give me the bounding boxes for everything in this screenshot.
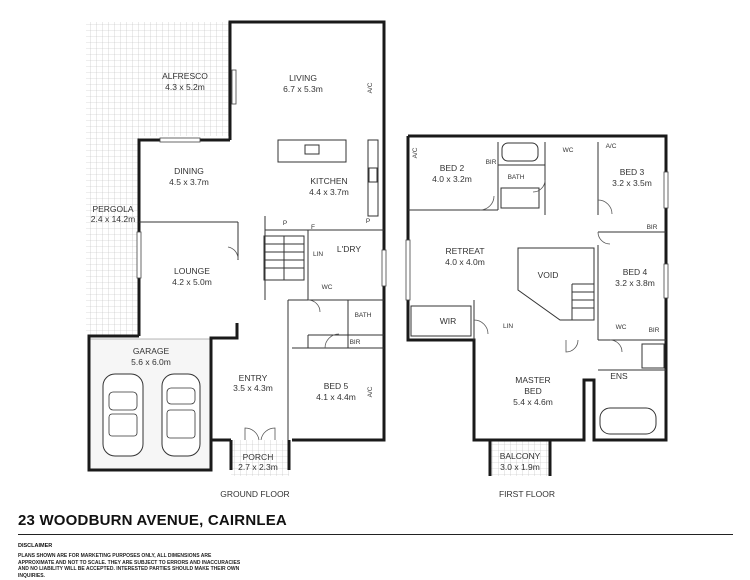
bir-label: BIR [350,339,361,346]
disclaimer-text: PLANS SHOWN ARE FOR MARKETING PURPOSES O… [18,553,241,579]
wir-area [410,305,472,337]
room-entry: ENTRY [239,373,268,383]
room-bed2: BED 2 [440,163,465,173]
room-bed4-size: 3.2 x 3.8m [615,278,655,288]
shower [500,187,540,209]
ensuite-bath [599,407,657,435]
pantry-label: P [366,218,370,225]
room-porch: PORCH [243,452,274,462]
room-bed3-size: 3.2 x 3.5m [612,178,652,188]
kitchen-island [277,139,347,163]
room-bed5-size: 4.1 x 4.4m [316,392,356,402]
kitchen-bench [367,139,379,217]
pantry-label: P [283,220,287,227]
pergola-area [86,136,139,336]
linen-label: LIN [313,251,323,258]
room-void: VOID [538,270,559,280]
cooktop [368,167,378,183]
room-master: MASTER [515,375,550,385]
room-garage-size: 5.6 x 6.0m [131,357,171,367]
bir-label: BIR [647,224,658,231]
room-lounge-size: 4.2 x 5.0m [172,277,212,287]
room-bed3: BED 3 [620,167,645,177]
room-garage: GARAGE [133,346,170,356]
room-ens: ENS [610,371,628,381]
ac-label: A/C [367,386,374,397]
room-balcony: BALCONY [500,451,541,461]
room-retreat: RETREAT [445,246,484,256]
wc-label: WC [563,147,574,154]
property-address: 23 WOODBURN AVENUE, CAIRNLEA [18,512,287,529]
room-retreat-size: 4.0 x 4.0m [445,257,485,267]
wc-label: WC [616,324,627,331]
alfresco-area [86,22,230,136]
bath-label: BATH [508,174,525,181]
room-bed2-size: 4.0 x 3.2m [432,174,472,184]
room-balcony-size: 3.0 x 1.9m [500,462,540,472]
room-master-bed: BED [524,386,541,396]
room-porch-size: 2.7 x 2.3m [238,462,278,472]
room-kitchen: KITCHEN [310,176,347,186]
room-ldry: L'DRY [337,244,361,254]
bath-label: BATH [355,312,372,319]
wc-label: WC [322,284,333,291]
balcony-area [490,440,550,476]
first-floor-label: FIRST FLOOR [499,489,555,499]
room-entry-size: 3.5 x 4.3m [233,383,273,393]
room-bed4: BED 4 [623,267,648,277]
void-area [517,247,595,321]
room-alfresco: ALFRESCO [162,71,208,81]
disclaimer-title: DISCLAIMER [18,543,53,549]
ground-floor-label: GROUND FLOOR [220,489,289,499]
room-bed5: BED 5 [324,381,349,391]
room-pergola-size: 2.4 x 14.2m [91,214,135,224]
first-floor: BED 2 4.0 x 3.2m BED 3 3.2 x 3.5m RETREA… [405,134,669,499]
sink [304,144,320,155]
ac-label: A/C [606,143,617,150]
stairs-ground [263,235,305,281]
ensuite-shower [641,343,665,369]
floor-plan: ALFRESCO 4.3 x 5.2m LIVING 6.7 x 5.3m DI… [86,20,669,499]
ground-floor: ALFRESCO 4.3 x 5.2m LIVING 6.7 x 5.3m DI… [86,20,387,499]
linen-label: LIN [503,323,513,330]
room-wir: WIR [440,316,457,326]
room-lounge: LOUNGE [174,266,210,276]
room-alfresco-size: 4.3 x 5.2m [165,82,205,92]
car-left-icon [102,373,144,457]
room-dining-size: 4.5 x 3.7m [169,177,209,187]
fridge-label: F [311,224,315,231]
ac-label: A/C [412,147,419,158]
room-kitchen-size: 4.4 x 3.7m [309,187,349,197]
room-dining: DINING [174,166,204,176]
bir-label: BIR [486,159,497,166]
bathtub [501,142,539,162]
ac-label: A/C [367,82,374,93]
room-living-size: 6.7 x 5.3m [283,84,323,94]
car-right-icon [161,373,201,457]
divider [18,534,733,535]
room-master-size: 5.4 x 4.6m [513,397,553,407]
porch-area [231,440,289,476]
room-living: LIVING [289,73,317,83]
stairs-first [571,283,594,320]
room-pergola: PERGOLA [92,204,133,214]
bir-label: BIR [649,327,660,334]
